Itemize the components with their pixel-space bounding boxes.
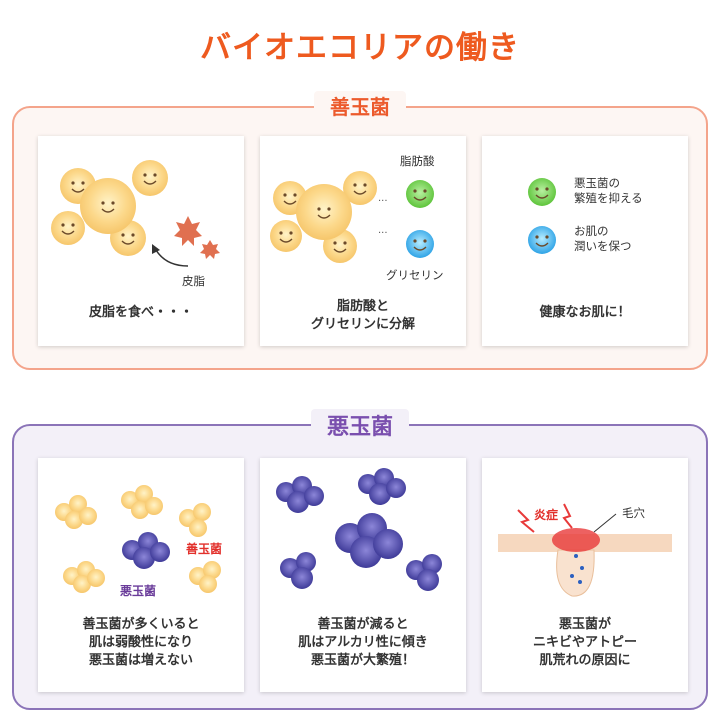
good-bacteria-eating-illustration (51, 160, 220, 267)
card-caption-line3: 肌荒れの原因に (539, 653, 631, 668)
card-many-good: 善玉菌 悪玉菌 善玉菌が多くいると 肌は弱酸性になり 悪玉菌は増えない (38, 458, 244, 692)
good-bacteria-tag: 善玉菌 (186, 542, 223, 556)
moisture-label-line1: お肌の (574, 224, 609, 238)
pore-label: 毛穴 (622, 506, 645, 520)
card-caption-line1: 善玉菌が多くいると (82, 617, 200, 632)
fatty-acid-label: 脂肪酸 (400, 154, 435, 168)
card-caption-line2: ニキビやアトピー (532, 635, 637, 650)
good-bacteria-cluster-icon (55, 485, 221, 593)
card-caption-line1: 悪玉菌が (558, 617, 611, 632)
fatty-acid-icon (406, 180, 434, 208)
skin-trouble-illustration (498, 503, 672, 597)
glycerin-label: グリセリン (386, 268, 444, 282)
bad-bacteria-section: 悪玉菌 善玉菌 悪玉菌 善玉菌が多くいると 肌は弱酸性になり 悪玉菌は増えない (12, 409, 708, 710)
card-bad-multiply: 善玉菌が減ると 肌はアルカリ性に傾き 悪玉菌が大繁殖！ (260, 458, 466, 692)
card-skin-trouble: 炎症 毛穴 悪玉菌が ニキビやアトピー 肌荒れの原因に (482, 458, 688, 692)
card-caption-line2: 肌は弱酸性になり (88, 635, 193, 650)
suppress-label-line1: 悪玉菌の (574, 176, 620, 190)
glycerin-icon (528, 226, 556, 254)
glycerin-icon (406, 230, 434, 258)
inflammation-icon (552, 528, 600, 552)
healthy-skin-illustration (528, 178, 556, 254)
moisture-label-line2: 潤いを保つ (574, 239, 632, 253)
bad-bacteria-tag: 悪玉菌 (120, 584, 157, 598)
good-section-label: 善玉菌 (314, 91, 406, 120)
card-caption-line2: 肌はアルカリ性に傾き (298, 635, 428, 650)
card-caption: 皮脂を食べ・・・ (88, 305, 193, 320)
good-bacteria-icon (51, 160, 168, 256)
many-good-bacteria-illustration (55, 485, 221, 593)
card-caption-line1: 脂肪酸と (336, 299, 389, 314)
arrow-icon (155, 249, 189, 267)
bad-bacteria-multiply-illustration (276, 468, 442, 591)
svg-text:···: ··· (378, 228, 388, 239)
card-caption-line1: 善玉菌が減ると (317, 617, 409, 632)
card-decompose: ··· ··· 脂肪酸 グリセリン 脂肪酸と グリセリンに分解 (260, 136, 466, 346)
decompose-illustration: ··· ··· (270, 171, 434, 263)
pore-icon (556, 549, 595, 597)
card-caption-line2: グリセリンに分解 (310, 317, 415, 332)
bad-bacteria-cluster-icon (122, 532, 170, 569)
svg-text:···: ··· (378, 196, 388, 207)
good-bacteria-section: 善玉菌 皮脂 皮脂を食べ・・・ (12, 91, 708, 370)
inflammation-label: 炎症 (534, 508, 559, 522)
lightning-icon (517, 509, 535, 533)
card-caption-line3: 悪玉菌が大繁殖！ (310, 653, 415, 668)
sebum-icon (174, 216, 220, 259)
sebum-label: 皮脂 (182, 274, 205, 288)
suppress-label-line2: 繁殖を抑える (574, 191, 643, 205)
card-healthy-skin: 悪玉菌の 繁殖を抑える お肌の 潤いを保つ 健康なお肌に！ (482, 136, 688, 346)
good-bacteria-icon (270, 171, 377, 263)
card-caption: 健康なお肌に！ (539, 305, 631, 320)
bad-section-label: 悪玉菌 (310, 409, 410, 441)
card-eat-sebum: 皮脂 皮脂を食べ・・・ (38, 136, 244, 346)
bad-bacteria-cluster-icon (276, 468, 442, 591)
fatty-acid-icon (528, 178, 556, 206)
page-title: バイオエコリアの働き (200, 30, 520, 66)
card-caption-line3: 悪玉菌は増えない (88, 653, 193, 668)
